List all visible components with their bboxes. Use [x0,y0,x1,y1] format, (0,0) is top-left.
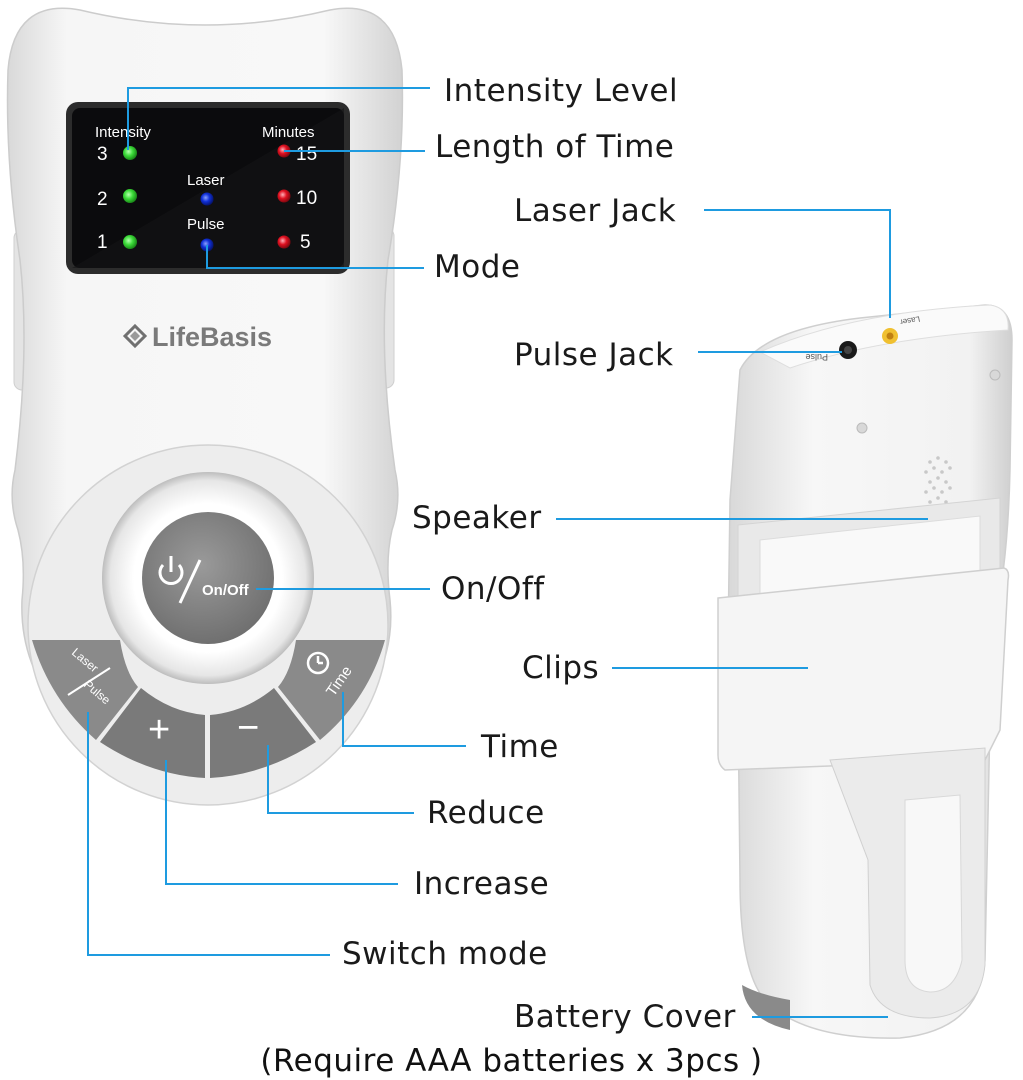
laser-jack-text: Laser [899,314,921,326]
clip-arm-cutout [904,794,963,993]
speaker-grille [924,456,952,504]
callout-line-reduce [267,745,414,814]
intensity-title: Intensity [95,124,151,141]
callout-time: Time [481,729,559,765]
callout-lines [87,87,928,1018]
callout-line-mode [206,245,424,269]
time-button[interactable] [278,640,385,740]
power-button[interactable] [142,512,274,644]
intensity-level-3: 3 [97,144,108,165]
callout-line-switch-mode [87,712,330,956]
callout-intensity-level: Intensity Level [444,73,679,109]
callout-switch-mode: Switch mode [342,936,548,972]
led-green-2 [123,189,137,203]
power-button-label: On/Off [202,582,250,599]
led-green-1 [123,235,137,249]
screw-hole-side [856,422,868,434]
power-icon [158,556,202,604]
screw-hole-top [989,369,1001,381]
pulse-mode-title: Pulse [187,216,225,233]
led-red-5 [277,235,291,249]
brand-name: LifeBasis [152,322,272,352]
brand-logo: LifeBasis [122,322,272,352]
minus-symbol: − [237,707,259,749]
minutes-15: 15 [296,144,317,165]
side-device: Pulse Laser [717,304,1013,1039]
laser-mode-title: Laser [187,172,225,189]
battery-requirement-note: (Require AAA batteries x 3pcs ) [260,1043,763,1079]
intensity-level-2: 2 [97,189,108,210]
callout-mode: Mode [434,249,521,285]
callout-clips: Clips [522,650,600,686]
intensity-level-1: 1 [97,232,108,253]
pulse-jack-text: Pulse [805,352,828,362]
callout-battery-cover: Battery Cover [514,999,736,1035]
minutes-5: 5 [300,232,311,253]
laser-jack-inner [886,332,894,340]
minutes-10: 10 [296,188,317,209]
led-red-10 [277,189,291,203]
mode-separator-slash [67,667,111,696]
display-screen: Intensity Minutes Laser Pulse 3 2 1 15 1… [66,102,350,274]
clock-icon [306,651,330,675]
callout-increase: Increase [414,866,550,902]
pulse-jack-inner [844,346,852,354]
callout-line-intensity-level [127,87,430,150]
callout-on-off: On/Off [441,571,545,607]
callout-line-time [342,692,466,747]
callout-line-increase [165,760,398,885]
led-blue-laser [200,192,214,206]
callout-pulse-jack: Pulse Jack [514,337,674,373]
increase-button[interactable] [100,688,205,778]
plus-symbol: + [148,709,170,751]
callout-laser-jack: Laser Jack [514,193,677,229]
callout-line-laser-jack [704,209,891,318]
reduce-button[interactable] [210,688,316,778]
mode-switch-button[interactable] [32,640,138,740]
callout-speaker: Speaker [412,500,542,536]
callout-reduce: Reduce [427,795,545,831]
battery-cover [742,985,790,1030]
callout-length-of-time: Length of Time [435,129,675,165]
minutes-title: Minutes [262,124,315,141]
clip-band [717,567,1010,771]
front-device: Intensity Minutes Laser Pulse 3 2 1 15 1… [6,7,404,806]
led-green-3 [123,146,137,160]
